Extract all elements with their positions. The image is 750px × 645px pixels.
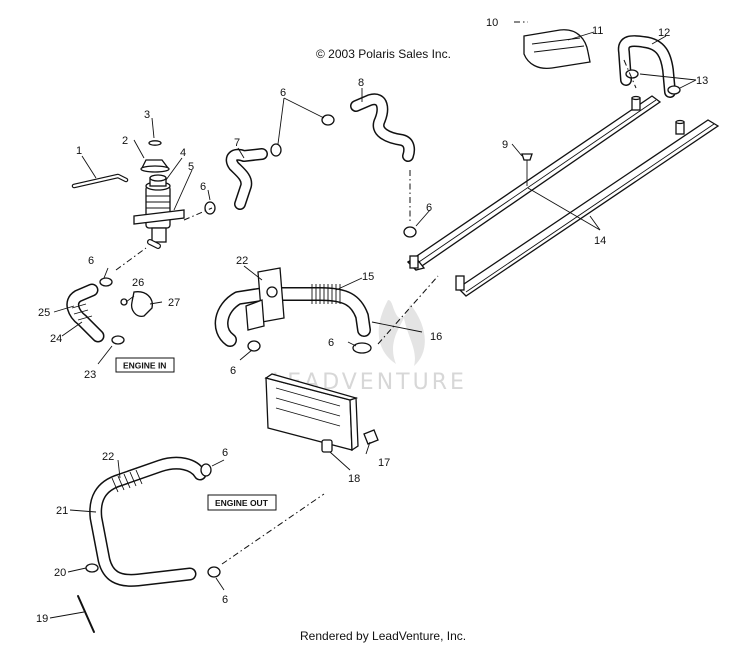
callout-22-t-fitting: 22 [236,255,248,267]
callout-16: 16 [430,331,442,343]
callout-11: 11 [592,25,603,37]
part-18-radiator [264,373,359,453]
engine-in-label: ENGINE IN [123,361,166,371]
part-2-cap [140,159,170,173]
part-15-bellows [311,284,341,304]
engine-out-label: ENGINE OUT [215,498,269,508]
callout-6-engine-out-upper: 6 [222,447,228,459]
callout-7: 7 [234,137,240,149]
part-7-hose [225,148,268,210]
part-22-bellows [111,469,143,493]
part-19-tie [77,595,95,633]
part-17-fastener [363,429,379,445]
callout-8: 8 [358,77,364,89]
engine-in-box: ENGINE IN [115,357,175,373]
callout-12: 12 [658,27,670,39]
connector-lines [115,59,637,565]
callout-25: 25 [38,307,50,319]
part-3-washer [148,140,162,146]
part-16-front-hose [214,287,371,347]
callout-17: 17 [378,457,390,469]
callout-13: 13 [696,75,708,87]
part-14-heat-exchanger-lower [455,119,720,297]
copyright-text: © 2003 Polaris Sales Inc. [316,47,451,61]
part-26-clip [120,298,128,306]
callout-10: 10 [486,17,498,29]
callout-3: 3 [144,109,150,121]
part-9-bolt [521,153,533,186]
callout-15: 15 [362,271,374,283]
part-24-bellows [71,303,93,321]
part-21-hose [89,456,207,587]
part-11-cover [523,29,591,70]
footer-credit: Rendered by LeadVenture, Inc. [300,629,466,643]
callout-24: 24 [50,333,62,345]
callout-19: 19 [36,613,48,625]
part-8-hose [350,93,416,162]
callout-23: 23 [84,369,96,381]
callout-26: 26 [132,277,144,289]
part-27-clamp [130,291,153,317]
part-5-bracket [133,209,185,249]
callout-21: 21 [56,505,68,517]
callout-14: 14 [594,235,606,247]
part-1-wrench [71,173,129,189]
part-20-clamp [85,563,99,573]
callout-18: 18 [348,473,360,485]
part-6-clamps [99,69,681,578]
callout-20: 20 [54,567,66,579]
callout-5: 5 [188,161,194,173]
callout-6-front-right: 6 [328,337,334,349]
part-12-hose [617,35,676,98]
callout-6-exchanger: 6 [426,202,432,214]
callout-1: 1 [76,145,82,157]
callout-4: 4 [180,147,186,159]
callout-6-engine-in: 6 [88,255,94,267]
engine-out-box: ENGINE OUT [207,494,277,511]
part-22-t-fitting [245,267,285,331]
callout-27: 27 [168,297,180,309]
callout-9: 9 [502,139,508,151]
callout-6-reservoir: 6 [200,181,206,193]
callout-22-bellows: 22 [102,451,114,463]
callout-numbers: 1 2 3 4 5 6 6 6 6 6 6 6 6 7 8 9 10 11 12… [36,17,708,625]
callout-6-top: 6 [280,87,286,99]
callout-6-engine-out-lower: 6 [222,594,228,606]
callout-leaders [49,31,697,619]
part-14-heat-exchanger-upper [406,95,662,271]
callout-6-front-left: 6 [230,365,236,377]
callout-2: 2 [122,135,128,147]
